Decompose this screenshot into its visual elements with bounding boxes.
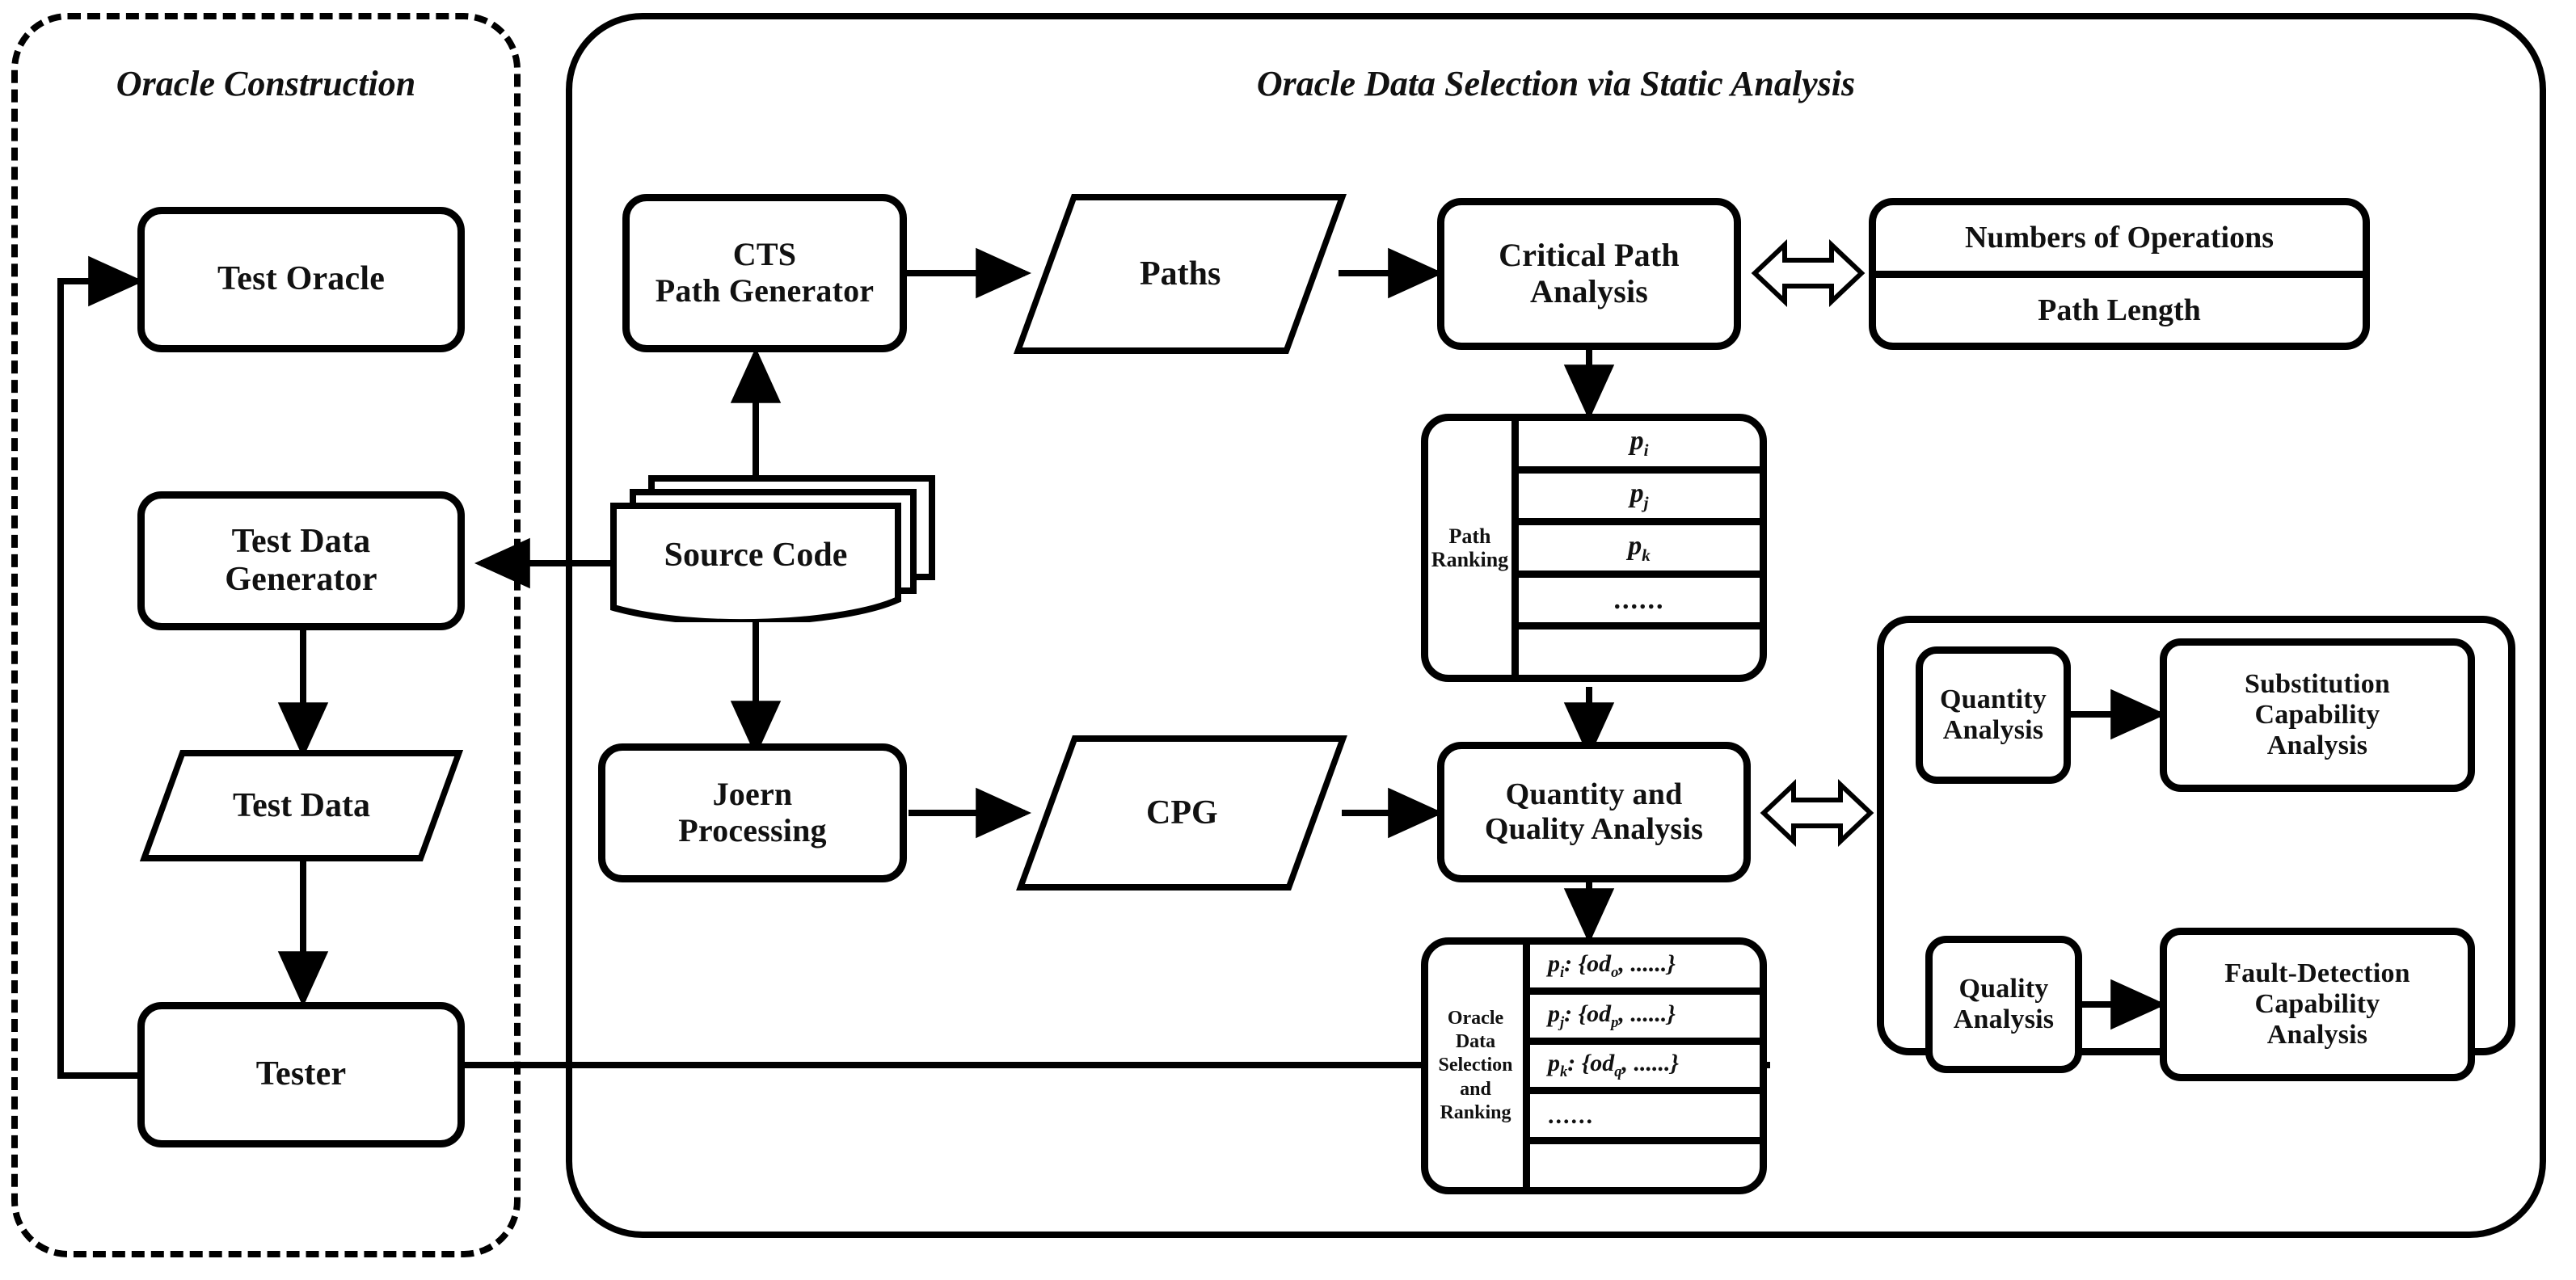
node-quality-analysis-label: Quality Analysis	[1953, 973, 2055, 1034]
table-row[interactable]: pj: {odp, ......}	[1530, 995, 1760, 1045]
node-quality-analysis[interactable]: Quality Analysis	[1925, 936, 2082, 1073]
node-quantity-quality-analysis[interactable]: Quantity and Quality Analysis	[1437, 742, 1751, 882]
panel-oracle-data-selection	[566, 13, 2546, 1238]
source-code-sheet-front	[610, 503, 901, 622]
node-critical-path-analysis[interactable]: Critical Path Analysis	[1437, 198, 1741, 350]
table-row[interactable]: pk	[1519, 525, 1760, 578]
node-paths-label: Paths	[1139, 255, 1221, 293]
table-row[interactable]	[1530, 1144, 1760, 1187]
node-test-data[interactable]: Test Data	[139, 750, 464, 861]
node-source-code[interactable]: Source Code	[610, 475, 942, 622]
table-row[interactable]: pi: {odo, ......}	[1530, 945, 1760, 995]
table-path-ranking-rows: pi pj pk ......	[1519, 421, 1760, 675]
node-quantity-analysis[interactable]: Quantity Analysis	[1916, 646, 2071, 784]
node-cpg-label: CPG	[1145, 794, 1218, 832]
panel-oracle-construction-title: Oracle Construction	[116, 64, 416, 103]
table-row[interactable]: pj	[1519, 474, 1760, 526]
metrics-row-path-length: Path Length	[2038, 293, 2201, 327]
node-paths[interactable]: Paths	[1013, 194, 1347, 354]
table-row[interactable]: pi	[1519, 421, 1760, 474]
node-substitution-capability-analysis-label: Substitution Capability Analysis	[2244, 668, 2391, 761]
node-cpg[interactable]: CPG	[1016, 735, 1347, 891]
node-quantity-analysis-label: Quantity Analysis	[1940, 684, 2047, 745]
table-oracle-data-selection[interactable]: Oracle Data Selection and Ranking pi: {o…	[1421, 937, 1767, 1194]
node-test-oracle[interactable]: Test Oracle	[137, 207, 465, 352]
node-test-oracle-label: Test Oracle	[217, 260, 386, 298]
node-tester-label: Tester	[255, 1055, 347, 1093]
node-metrics-box[interactable]: Numbers of Operations Path Length	[1869, 198, 2370, 350]
node-test-data-generator[interactable]: Test Data Generator	[137, 491, 465, 630]
panel-oracle-data-selection-title: Oracle Data Selection via Static Analysi…	[1256, 64, 1856, 103]
table-row[interactable]: ......	[1519, 578, 1760, 630]
table-row[interactable]	[1519, 629, 1760, 675]
metrics-row-numbers-of-operations: Numbers of Operations	[1876, 205, 2363, 278]
node-cts-path-generator[interactable]: CTS Path Generator	[622, 194, 907, 352]
table-path-ranking-header: Path Ranking	[1428, 421, 1519, 675]
node-joern-processing-label: Joern Processing	[678, 776, 827, 848]
node-fault-detection-capability-analysis[interactable]: Fault-Detection Capability Analysis	[2160, 928, 2475, 1081]
table-row[interactable]: pk: {odq, ......}	[1530, 1045, 1760, 1095]
node-quantity-quality-analysis-label: Quantity and Quality Analysis	[1484, 777, 1704, 846]
node-test-data-label: Test Data	[233, 787, 370, 824]
node-critical-path-analysis-label: Critical Path Analysis	[1499, 237, 1680, 309]
node-cts-path-generator-label: CTS Path Generator	[655, 236, 875, 309]
table-row[interactable]: ......	[1530, 1094, 1760, 1145]
table-oracle-data-selection-header: Oracle Data Selection and Ranking	[1428, 945, 1530, 1187]
panel-oracle-construction	[11, 13, 521, 1257]
node-fault-detection-capability-analysis-label: Fault-Detection Capability Analysis	[2224, 958, 2410, 1051]
node-source-code-label: Source Code	[664, 537, 848, 574]
node-joern-processing[interactable]: Joern Processing	[598, 743, 907, 882]
table-oracle-data-selection-rows: pi: {odo, ......} pj: {odp, ......} pk: …	[1530, 945, 1760, 1187]
node-substitution-capability-analysis[interactable]: Substitution Capability Analysis	[2160, 638, 2475, 792]
table-path-ranking[interactable]: Path Ranking pi pj pk ......	[1421, 414, 1767, 682]
node-test-data-generator-label: Test Data Generator	[225, 522, 377, 598]
node-tester[interactable]: Tester	[137, 1002, 465, 1147]
